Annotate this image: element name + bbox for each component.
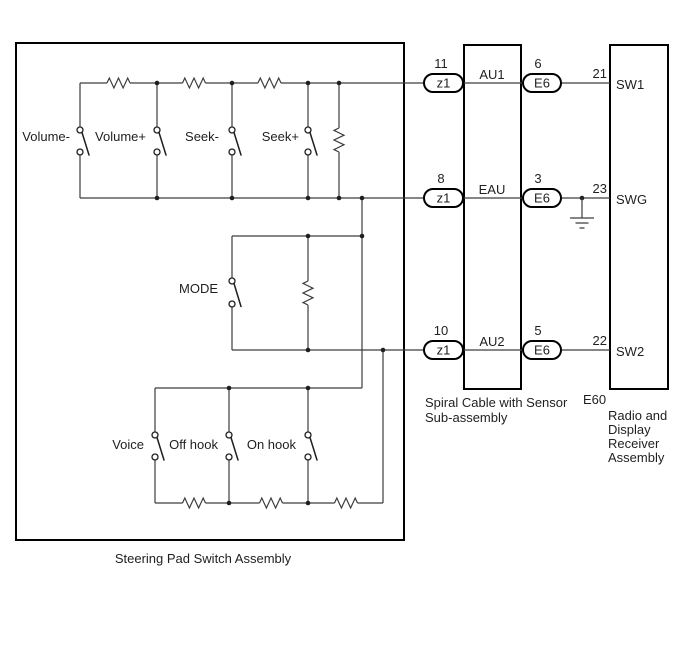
junction-dots: [154, 80, 585, 506]
connector-e6-row3: [522, 340, 562, 360]
steering-box-caption: Steering Pad Switch Assembly: [115, 551, 292, 566]
label-on-hook: On hook: [247, 437, 297, 452]
resistor-volume-minus: [106, 76, 131, 90]
connector-e6-row1: [522, 73, 562, 93]
e60-connector-code: E60: [583, 392, 606, 407]
spiral-box-caption-line1: Spiral Cable with Sensor: [425, 395, 568, 410]
wire-number: 21: [593, 66, 607, 81]
resistor-off-hook: [258, 496, 284, 510]
row-eau: 8 z1 EAU 3 E6 23 SWG: [437, 171, 647, 207]
pin-number-right: 6: [534, 56, 541, 71]
connector-z1-row2: [423, 188, 464, 208]
connector-label-z1: z1: [437, 343, 451, 358]
switch-contacts: [76, 126, 312, 461]
spiral-terminal-label: AU1: [479, 67, 504, 82]
receiver-caption-line3: Receiver: [608, 436, 660, 451]
connector-label-e6: E6: [534, 191, 550, 206]
connector-label-e6: E6: [534, 76, 550, 91]
steering-pad-switch-assembly-box: [15, 42, 405, 541]
label-volume-minus: Volume-: [22, 129, 70, 144]
resistor-mode-shunt: [301, 280, 315, 306]
wire-number: 22: [593, 333, 607, 348]
spiral-terminal-label: EAU: [479, 182, 506, 197]
receiver-caption-line2: Display: [608, 422, 651, 437]
pin-number-left: 11: [434, 56, 448, 71]
connector-z1-row1: [423, 73, 464, 93]
receiver-terminal-label: SW1: [616, 77, 644, 92]
wiring-lines: [79, 82, 610, 504]
row-au1: 11 z1 AU1 6 E6 21 SW1: [434, 56, 644, 92]
label-mode: MODE: [179, 281, 218, 296]
radio-receiver-box: [609, 44, 669, 390]
pin-number-left: 8: [437, 171, 444, 186]
resistor-ladder-shunt: [332, 127, 346, 153]
pin-number-right: 3: [534, 171, 541, 186]
resistor-volume-plus: [181, 76, 207, 90]
label-seek-minus: Seek-: [185, 129, 219, 144]
resistor-seek: [257, 76, 282, 90]
spiral-box-caption-line2: Sub-assembly: [425, 410, 508, 425]
label-volume-plus: Volume+: [95, 129, 146, 144]
label-voice: Voice: [112, 437, 144, 452]
ground-icon: [570, 198, 594, 229]
connector-z1-row3: [423, 340, 464, 360]
receiver-terminal-label: SWG: [616, 192, 647, 207]
receiver-caption-line4: Assembly: [608, 450, 665, 465]
resistor-voice: [181, 496, 207, 510]
connector-e6-row2: [522, 188, 562, 208]
label-seek-plus: Seek+: [262, 129, 299, 144]
receiver-terminal-label: SW2: [616, 344, 644, 359]
label-off-hook: Off hook: [169, 437, 218, 452]
connector-label-e6: E6: [534, 343, 550, 358]
spiral-terminal-label: AU2: [479, 334, 504, 349]
wire-number: 23: [593, 181, 607, 196]
connector-label-z1: z1: [437, 191, 451, 206]
switch-blades: [81, 131, 318, 461]
connector-label-z1: z1: [437, 76, 451, 91]
row-au2: 10 z1 AU2 5 E6 22 SW2: [434, 323, 644, 359]
pin-number-right: 5: [534, 323, 541, 338]
resistor-on-hook: [333, 496, 359, 510]
receiver-caption-line1: Radio and: [608, 408, 667, 423]
spiral-cable-box: [463, 44, 522, 390]
pin-number-left: 10: [434, 323, 448, 338]
